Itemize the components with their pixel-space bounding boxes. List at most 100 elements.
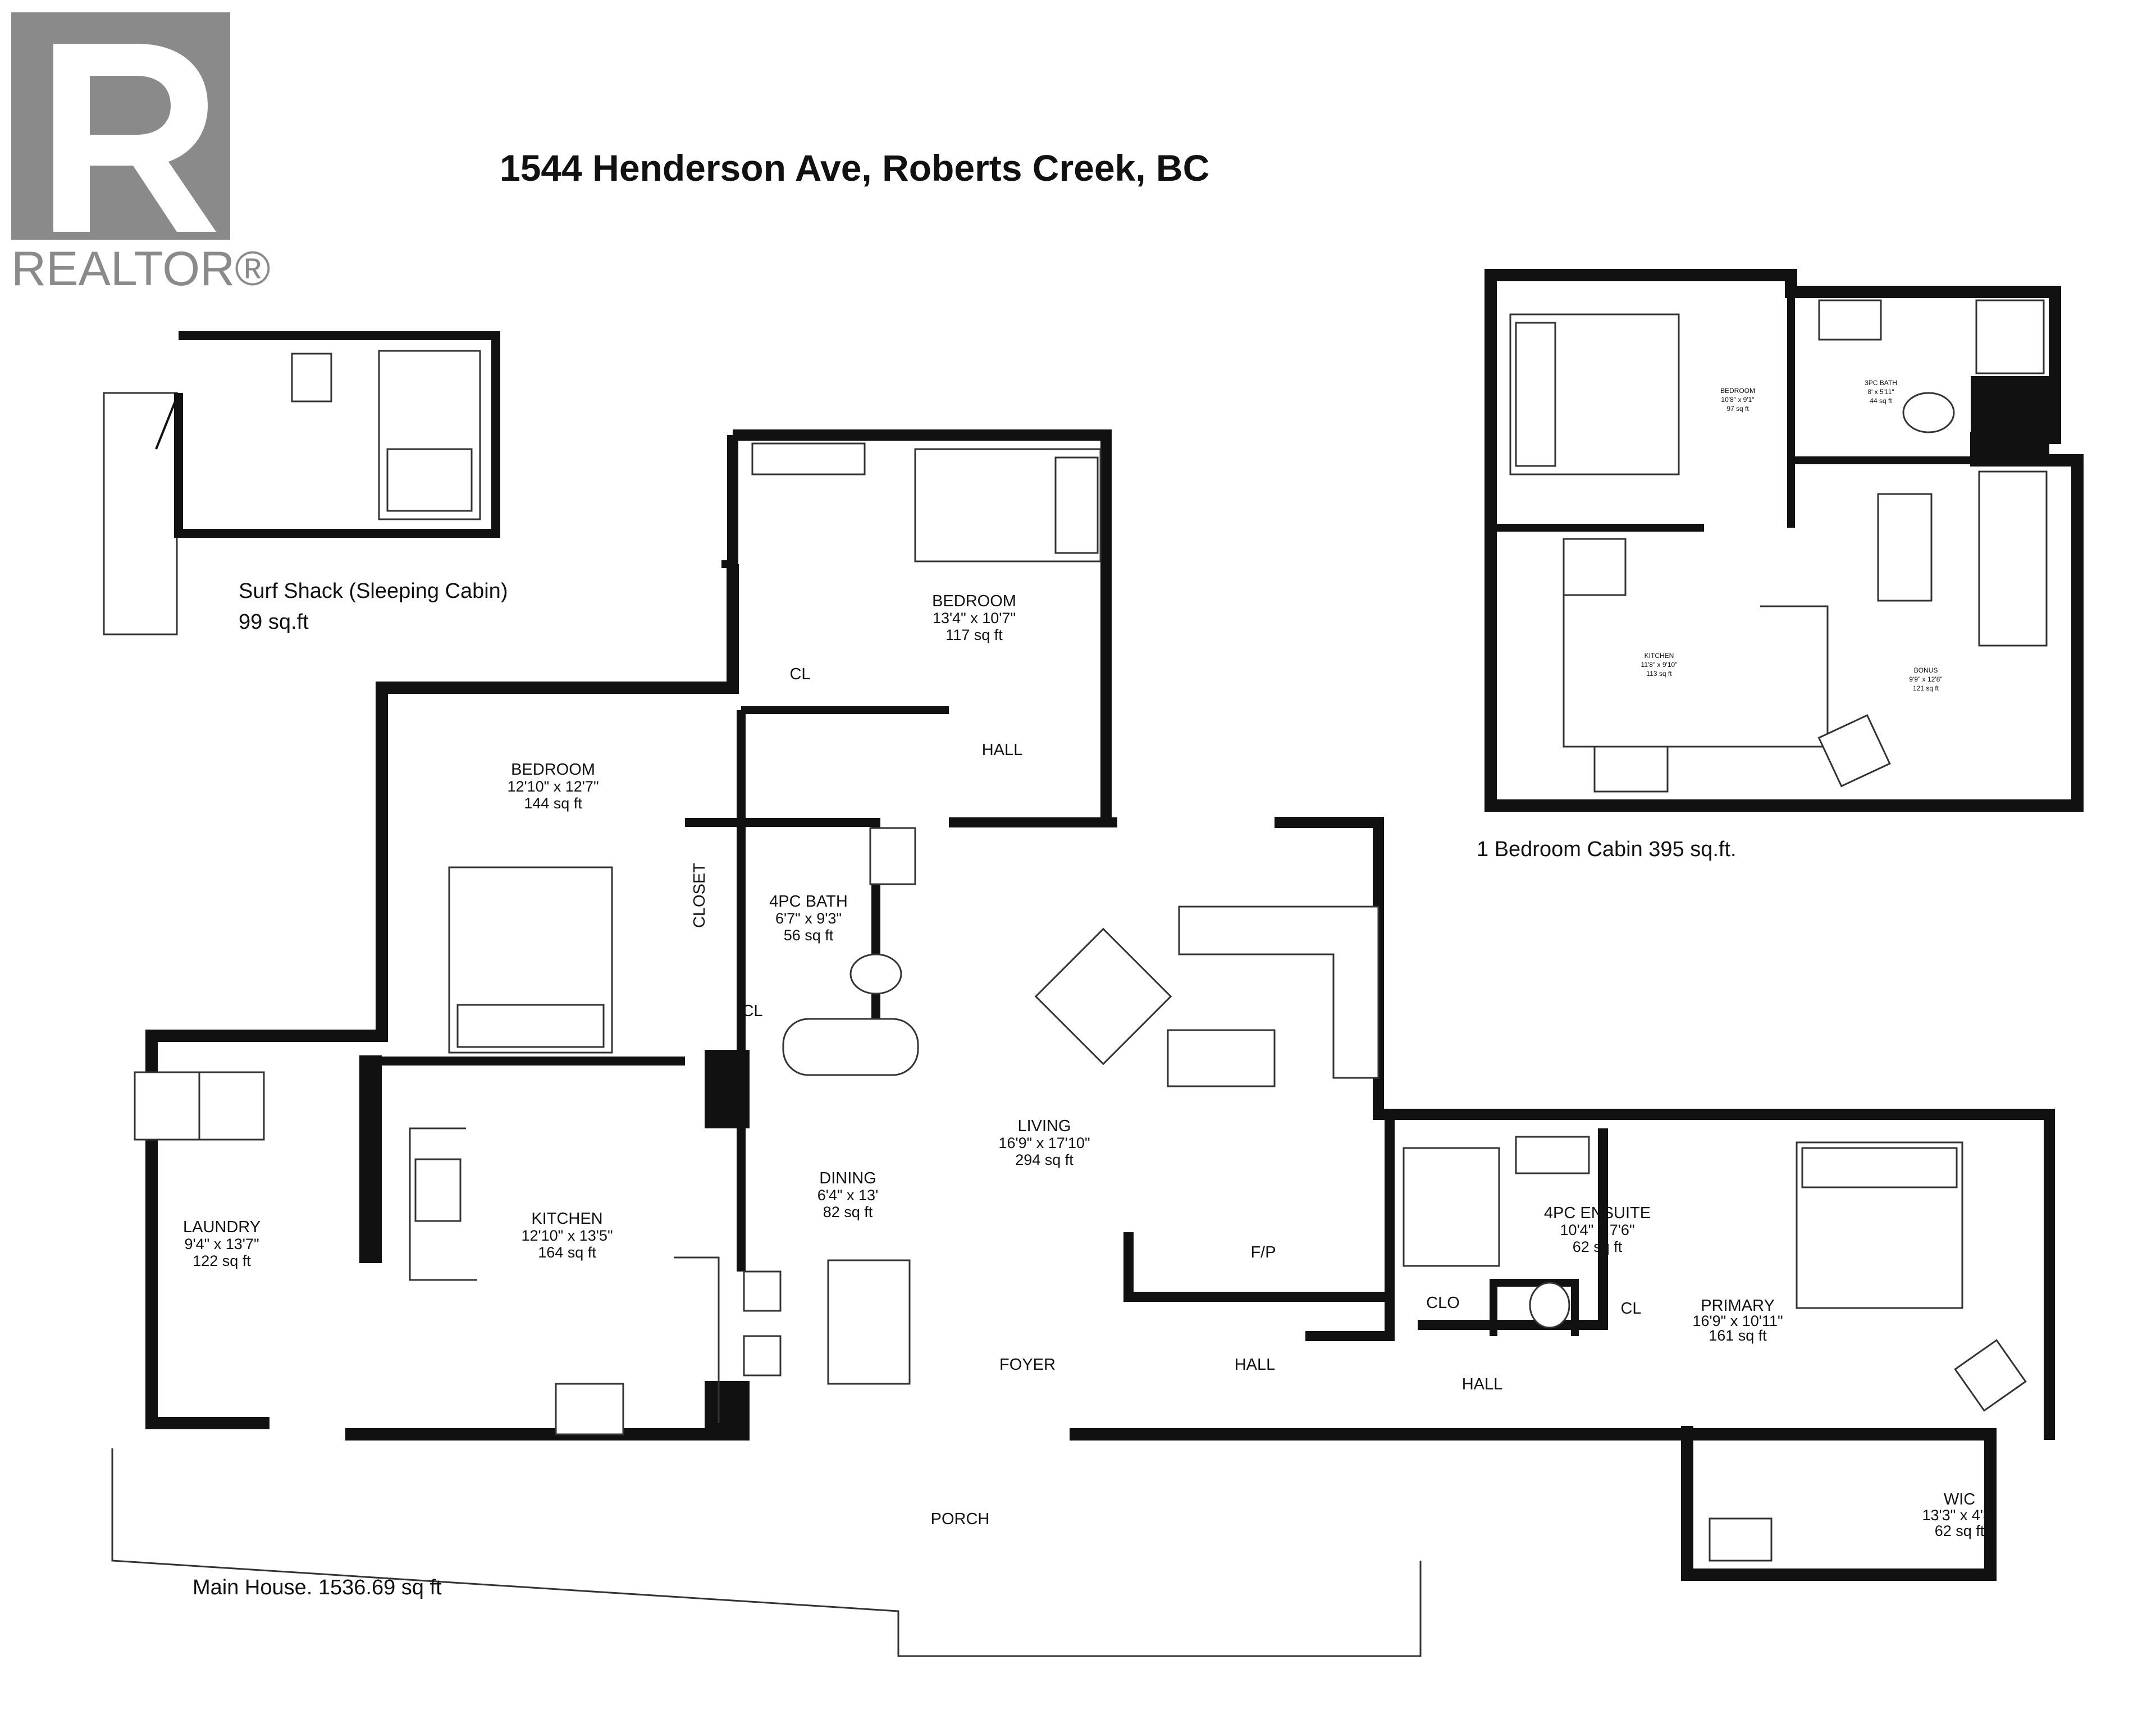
hall-right-label: HALL	[1462, 1375, 1503, 1393]
hall-top-label: HALL	[982, 741, 1023, 759]
dining-name: DINING	[819, 1169, 876, 1187]
stove-icon	[414, 1158, 462, 1222]
realtor-logo: REALTOR®	[11, 12, 271, 296]
washer-icon	[134, 1071, 200, 1141]
bedroom-top-area: 117 sq ft	[945, 627, 1003, 643]
one-bedroom-cabin: BEDROOM 10'8" x 9'1" 97 sq ft 3PC BATH 8…	[1477, 269, 2084, 861]
ensuite-walls	[1123, 1114, 1608, 1341]
cabin-bedroom-name: BEDROOM	[1720, 387, 1755, 395]
ensuite-area: 62 sq ft	[1573, 1238, 1623, 1255]
cabin-bath-name: 3PC BATH	[1865, 379, 1897, 387]
cabin-kitchen-area: 113 sq ft	[1646, 670, 1672, 678]
bar-stool-icon	[743, 1270, 782, 1312]
cabin-bonus-dim: 9'9" x 12'8"	[1909, 675, 1942, 683]
primary-area: 161 sq ft	[1709, 1327, 1767, 1344]
wic-name: WIC	[1944, 1490, 1975, 1508]
cabin-kitchen-dim: 11'8" x 9'10"	[1641, 661, 1678, 669]
kitchen-sink-icon	[555, 1383, 624, 1435]
surf-shack-deck	[103, 392, 178, 635]
dryer-icon	[198, 1071, 265, 1141]
bedroom-top-name: BEDROOM	[932, 592, 1016, 610]
clo-label: CLO	[1426, 1294, 1460, 1312]
bath-sink-icon	[869, 827, 916, 885]
laundry-dim: 9'4" x 13'7"	[184, 1236, 259, 1252]
nightstand-icon	[291, 353, 332, 403]
surf-shack-name: Surf Shack (Sleeping Cabin)	[239, 579, 508, 603]
page-title: 1544 Henderson Ave, Roberts Creek, BC	[500, 147, 1209, 189]
cabin-bedroom-dim: 10'8" x 9'1"	[1721, 396, 1754, 404]
cabin-bedroom-area: 97 sq ft	[1726, 405, 1749, 413]
cabin-sink-icon	[1818, 299, 1882, 341]
sink-wall-block	[705, 1381, 750, 1437]
kitchen-name: KITCHEN	[531, 1210, 602, 1228]
bath-name: 4PC BATH	[769, 893, 848, 911]
bath-dim: 6'7" x 9'3"	[775, 910, 842, 927]
cabin-kitchen-name: KITCHEN	[1645, 652, 1674, 660]
main-house: BEDROOM 13'4" x 10'7" 117 sq ft BEDROOM …	[111, 429, 2055, 1657]
bar-stool-icon	[743, 1335, 782, 1377]
bedroom-top-dim: 13'4" x 10'7"	[933, 610, 1016, 627]
bedroom-left-name: BEDROOM	[511, 761, 595, 779]
cabin-sofa-icon	[1978, 470, 2048, 647]
bathtub-icon	[782, 1018, 919, 1076]
wic-area: 62 sq ft	[1935, 1522, 1985, 1539]
fireplace-label: F/P	[1250, 1243, 1276, 1261]
bath-area: 56 sq ft	[784, 927, 834, 944]
main-house-caption: Main House. 1536.69 sq ft	[193, 1576, 442, 1599]
coffee-table-icon	[1167, 1029, 1276, 1087]
cabin-toilet-icon	[1902, 392, 1955, 433]
laundry-wall-block	[359, 1055, 382, 1263]
realtor-logo-text: REALTOR®	[11, 242, 271, 296]
wic-dim: 13'3" x 4'8"	[1922, 1507, 1997, 1524]
bedroom-partition-walls	[721, 560, 949, 714]
ensuite-closet-walls	[1490, 1279, 1579, 1336]
top-bed-pillow-icon	[1054, 456, 1099, 554]
dining-table-icon	[827, 1259, 911, 1385]
ensuite-closet-label: CL	[1620, 1300, 1641, 1318]
cabin-caption: 1 Bedroom Cabin 395 sq.ft.	[1477, 838, 1737, 861]
kitchen-counter	[409, 1127, 720, 1423]
ensuite-sink-icon	[1515, 1136, 1590, 1174]
porch-label: PORCH	[931, 1510, 990, 1528]
living-east-walls	[1275, 817, 2055, 1440]
top-bedroom-dresser-icon	[751, 442, 866, 475]
dining-area: 82 sq ft	[823, 1204, 873, 1220]
porch-outline	[111, 1448, 1422, 1657]
cabin-bonus-name: BONUS	[1914, 666, 1938, 674]
cabin-pillow-icon	[1515, 322, 1556, 467]
ensuite-dim: 10'4" x 7'6"	[1560, 1222, 1634, 1238]
realtor-r-glyph	[53, 44, 216, 232]
primary-bed-pillow-icon	[1801, 1147, 1958, 1188]
bedroom-left-dim: 12'10" x 12'7"	[507, 778, 599, 795]
ensuite-toilet-icon	[1529, 1282, 1570, 1329]
armchair-icon	[1034, 927, 1172, 1066]
surf-shack-door	[155, 392, 180, 533]
living-name: LIVING	[1017, 1117, 1071, 1135]
cabin-bath-dim: 8' x 5'11"	[1867, 388, 1894, 396]
sectional-sofa-icon	[1178, 906, 1380, 1079]
cabin-stove-icon	[1563, 538, 1627, 596]
surf-shack-area: 99 sq.ft	[239, 610, 309, 634]
bath-closet-label: CL	[742, 1002, 762, 1020]
cabin-chair-icon	[1817, 714, 1891, 788]
cabin-table-icon	[1877, 493, 1933, 602]
dining-dim: 6'4" x 13'	[817, 1187, 878, 1204]
cabin-interior-walls	[1496, 292, 2055, 532]
pillow-icon	[386, 448, 473, 512]
cabin-kitchen-sink-icon	[1593, 746, 1669, 793]
cabin-counter	[1563, 595, 1829, 748]
hall-mid-label: HALL	[1235, 1356, 1276, 1374]
cabin-bath-area: 44 sq ft	[1870, 397, 1892, 405]
living-dim: 16'9" x 17'10"	[998, 1135, 1090, 1151]
wic-shelf-icon	[1709, 1517, 1773, 1562]
primary-armchair-icon	[1954, 1339, 2027, 1412]
shower-icon	[1403, 1147, 1500, 1267]
primary-dim: 16'9" x 10'11"	[1692, 1313, 1783, 1329]
left-bed-pillow-icon	[456, 1004, 605, 1048]
kitchen-area: 164 sq ft	[538, 1244, 596, 1261]
closet-label: CLOSET	[691, 863, 709, 928]
ensuite-name: 4PC ENSUITE	[1544, 1204, 1651, 1222]
kitchen-dim: 12'10" x 13'5"	[521, 1227, 613, 1244]
laundry-area: 122 sq ft	[193, 1252, 251, 1269]
